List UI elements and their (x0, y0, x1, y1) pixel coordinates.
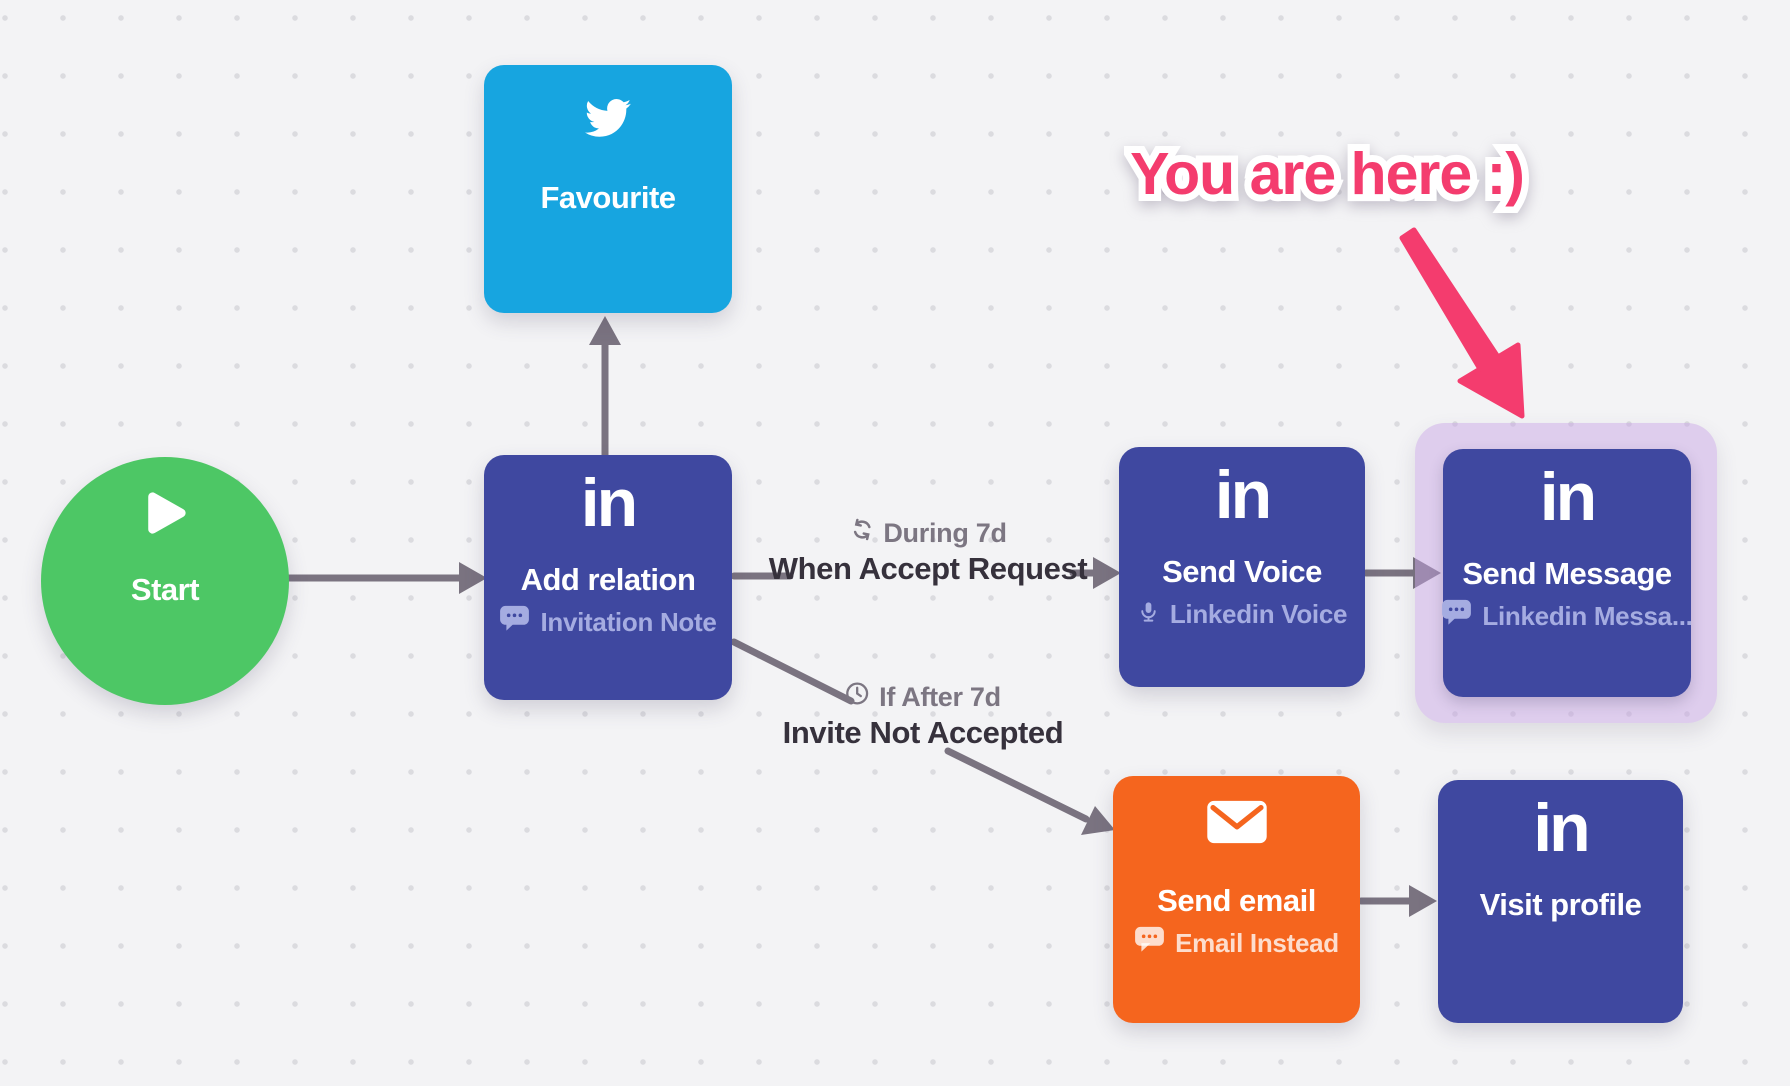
node-favourite[interactable]: Favourite (484, 65, 732, 313)
envelope-icon (1206, 799, 1268, 850)
you-are-here-annotation: You are here :) You are here :) (1123, 134, 1532, 214)
arrowhead (589, 316, 621, 345)
linkedin-icon: in (580, 465, 638, 541)
node-send-voice-title: Send Voice (1162, 554, 1322, 589)
annotation-text: You are here :) (1130, 141, 1525, 207)
node-send-email-subtitle-text: Email Instead (1175, 927, 1339, 958)
edge-add-relation-to-send-email (944, 747, 1090, 823)
clock-icon (845, 681, 870, 713)
linkedin-icon: in (1214, 457, 1272, 533)
node-start[interactable]: Start (41, 457, 289, 705)
edge-condition-text: During 7d (883, 517, 1007, 548)
edge-label-invite-not-accepted: If After 7d Invite Not Accepted (783, 681, 1064, 751)
node-send-voice-subtitle-text: Linkedin Voice (1169, 598, 1348, 629)
edge-condition-text: If After 7d (879, 681, 1001, 712)
selected-node-highlight: in Send Message Linkedin Messa... (1415, 423, 1717, 723)
edge-label-text: Invite Not Accepted (782, 715, 1064, 750)
node-add-relation-subtitle-text: Invitation Note (540, 606, 717, 637)
node-start-label: Start (130, 572, 200, 607)
node-add-relation-subtitle: Invitation Note (499, 605, 717, 639)
node-add-relation-title: Add relation (520, 562, 696, 597)
node-send-voice[interactable]: in Send Voice Linkedin Voice (1119, 447, 1365, 687)
arrowhead (459, 562, 487, 594)
arrowhead (1081, 806, 1115, 835)
node-send-email-subtitle: Email Instead (1134, 926, 1339, 960)
message-bubble-icon (1134, 926, 1165, 960)
node-send-message-subtitle-text: Linkedin Messa... (1482, 600, 1693, 631)
node-visit-profile[interactable]: in Visit profile (1438, 780, 1683, 1023)
message-bubble-icon (499, 605, 530, 639)
twitter-icon (581, 95, 635, 146)
message-bubble-icon (1441, 599, 1472, 633)
node-send-message[interactable]: in Send Message Linkedin Messa... (1441, 449, 1693, 697)
node-send-message-subtitle: Linkedin Messa... (1441, 599, 1693, 633)
arrowhead (1093, 557, 1121, 589)
node-send-email[interactable]: Send email Email Instead (1113, 776, 1360, 1023)
node-send-email-title: Send email (1157, 883, 1316, 918)
annotation-outline: You are here :) (1123, 134, 1532, 214)
play-icon (142, 489, 188, 542)
linkedin-icon: in (1533, 790, 1590, 866)
sync-icon (849, 517, 874, 549)
linkedin-icon: in (1539, 459, 1597, 535)
you-are-here-arrow (1399, 227, 1525, 419)
edge-label-when-accept: During 7d When Accept Request (769, 517, 1088, 587)
node-favourite-label: Favourite (540, 180, 676, 215)
node-add-relation[interactable]: in Add relation Invitation Note (484, 455, 732, 700)
edge-label-text: When Accept Request (768, 551, 1088, 586)
edge-condition-during-7d: During 7d (849, 517, 1007, 549)
arrowhead (1409, 885, 1437, 917)
node-send-voice-subtitle: Linkedin Voice (1137, 599, 1347, 629)
node-send-message-title: Send Message (1462, 556, 1672, 591)
microphone-icon (1137, 599, 1160, 630)
node-visit-profile-title: Visit profile (1479, 887, 1642, 922)
edge-condition-if-after-7d: If After 7d (845, 681, 1001, 713)
